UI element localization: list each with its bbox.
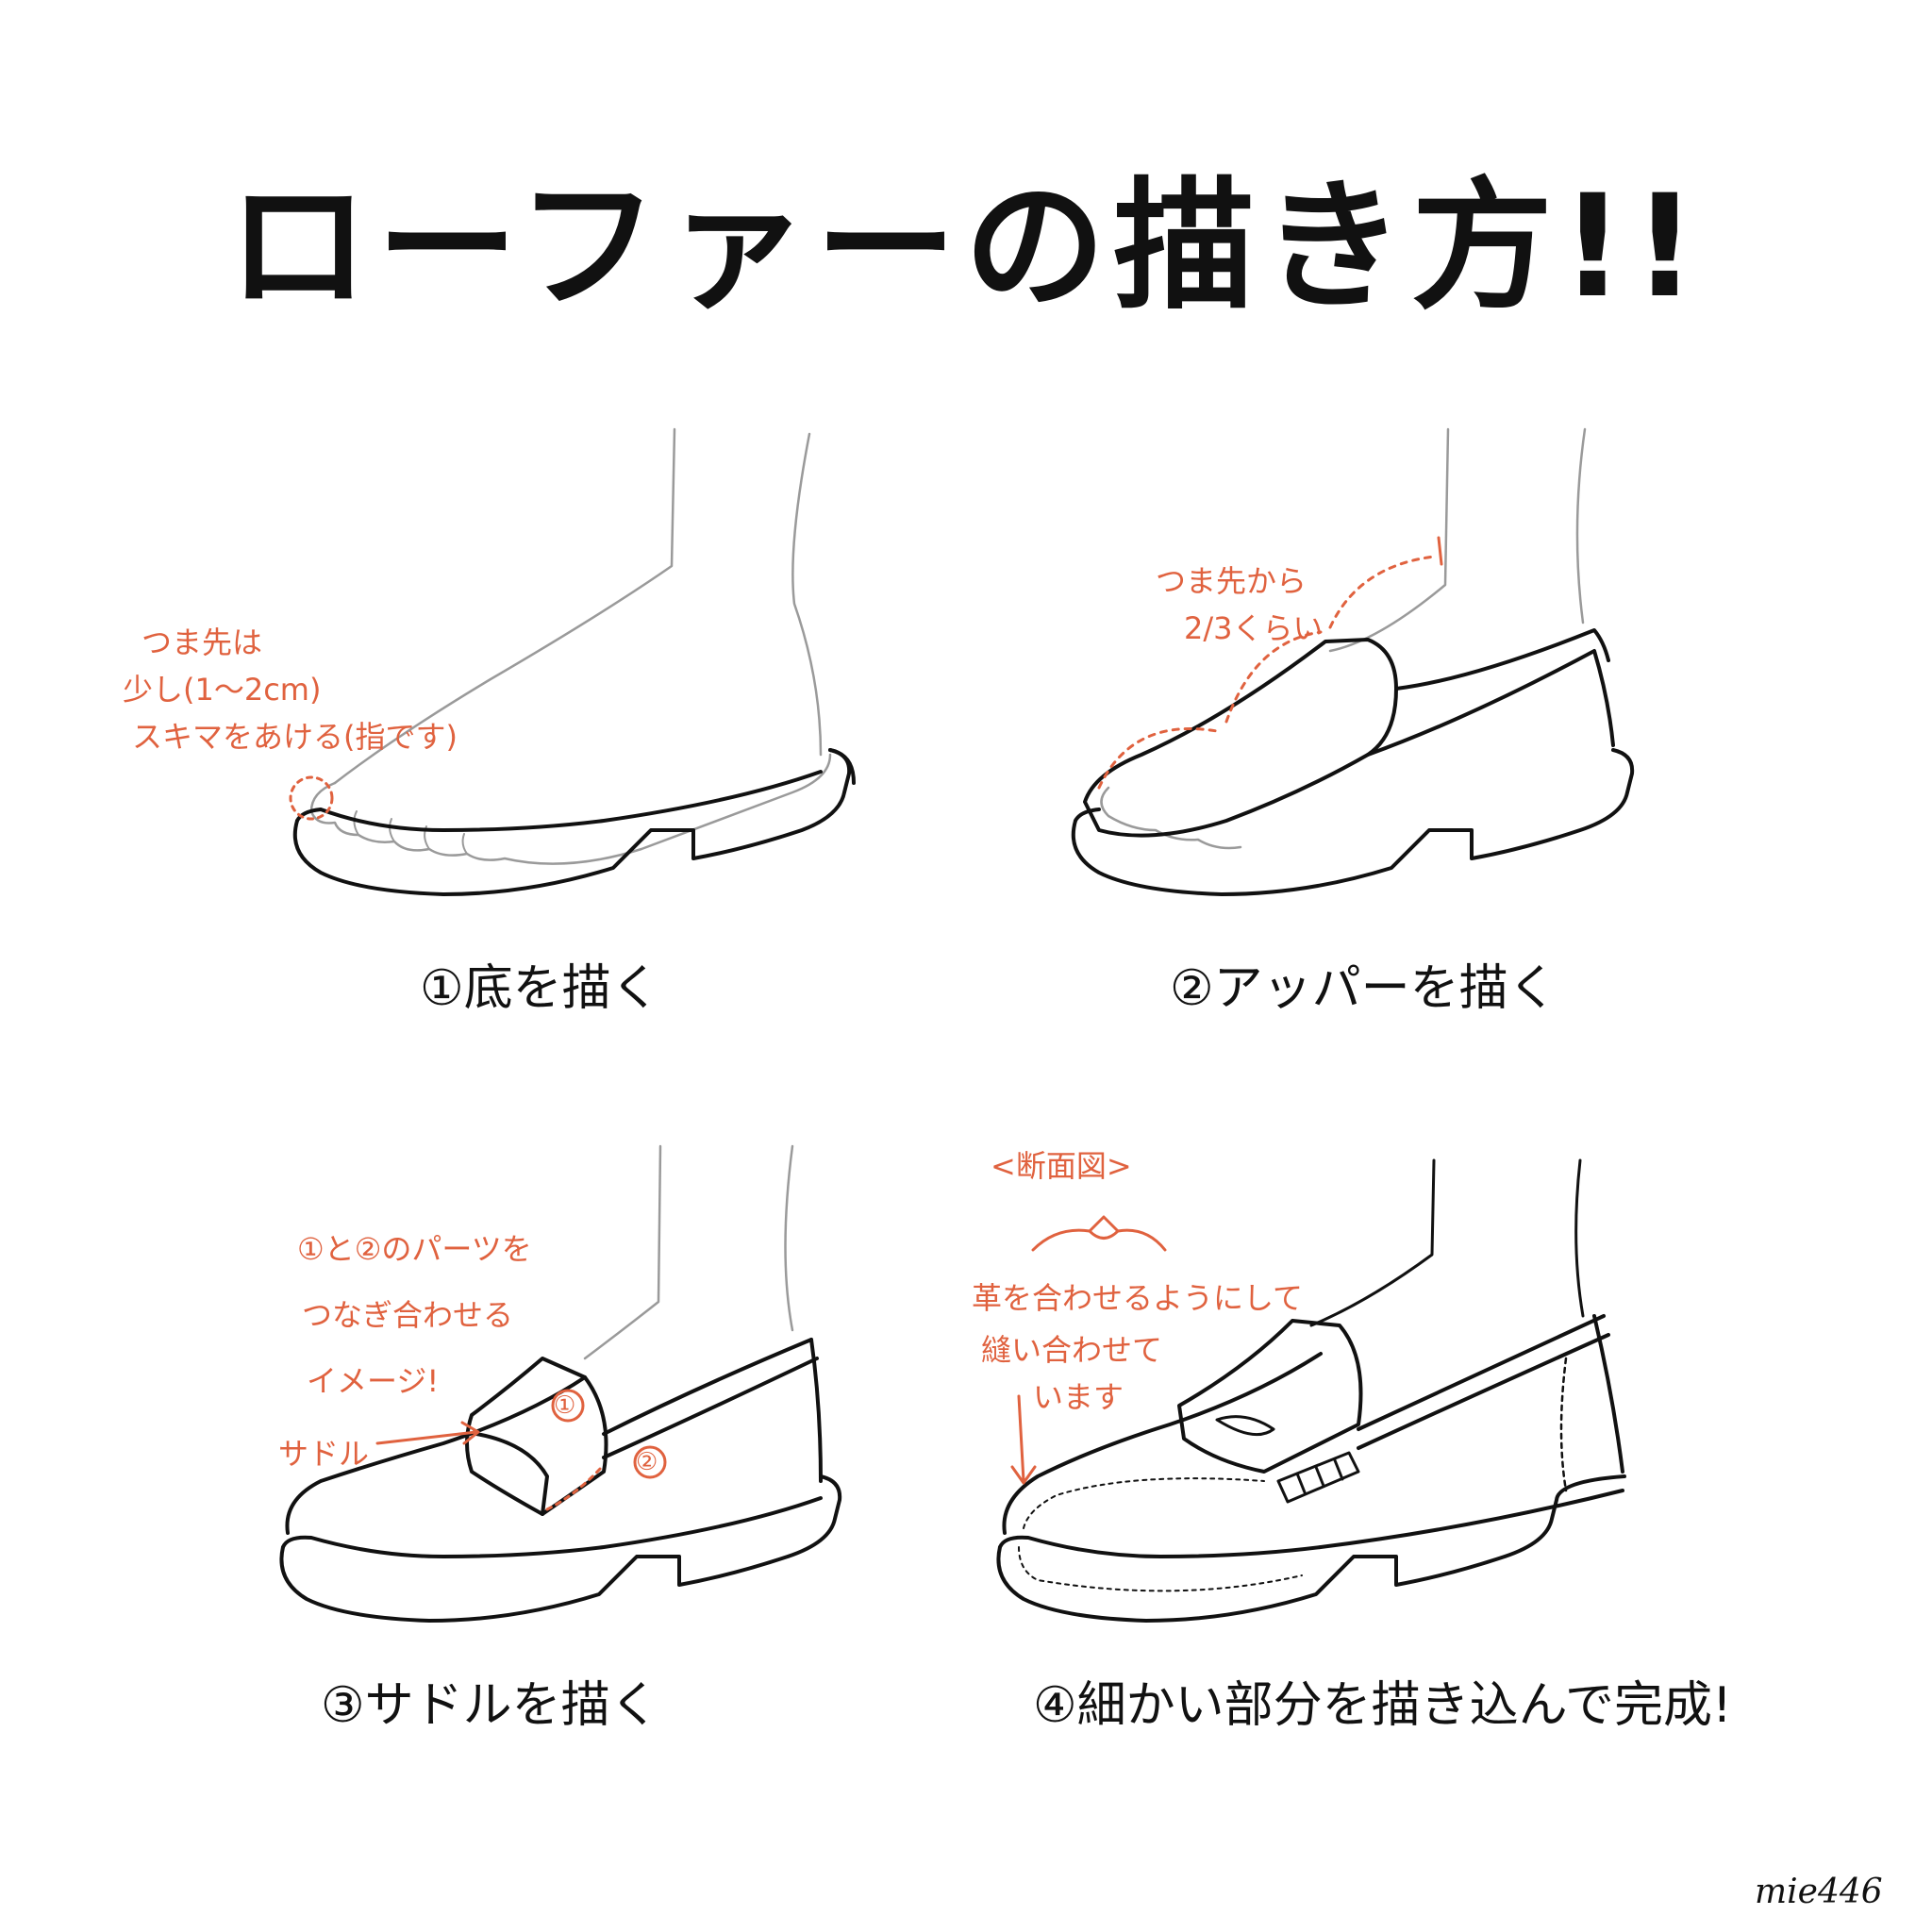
step3-upper xyxy=(285,1375,587,1535)
step4-note-line2: 縫い合わせて xyxy=(981,1332,1163,1368)
step2-leg xyxy=(1328,427,1450,653)
step1-note-line3: スキマをあける(指です) xyxy=(132,719,458,755)
step2-leg-back xyxy=(1575,427,1587,625)
step4-saddle xyxy=(1177,1319,1363,1474)
step4-sole xyxy=(996,1474,1626,1623)
step2-caption: ②アッパーを描く xyxy=(1170,960,1557,1017)
step2-drawing xyxy=(1071,427,1635,896)
step4-buckle xyxy=(1276,1451,1360,1504)
step2-note-line1: つま先から xyxy=(1156,563,1307,599)
step3-part2-circle xyxy=(633,1445,667,1479)
step1-note-line2: 少し(1〜2cm) xyxy=(123,672,322,708)
step3-leg-back xyxy=(784,1144,794,1332)
step4-drawing xyxy=(996,1158,1626,1623)
step3-part1-circle xyxy=(551,1389,585,1423)
step1-caption: ①底を描く xyxy=(420,960,660,1017)
step2-foot xyxy=(1100,786,1242,850)
step1-note-line1: つま先は xyxy=(142,625,263,660)
step2-upper xyxy=(1083,638,1398,838)
step3-caption: ③サドルを描く xyxy=(321,1677,659,1734)
step3-saddle-label: サドル xyxy=(278,1436,370,1472)
artist-signature: mie446 xyxy=(1755,1873,1883,1911)
step3-note-line1: ①と②のパーツを xyxy=(297,1231,532,1267)
step2-sole xyxy=(1071,748,1635,896)
step3-part1-label: ① xyxy=(554,1391,576,1420)
step3-part2-label: ② xyxy=(636,1448,658,1476)
step1-toe-gap-marker xyxy=(289,775,334,821)
step2-note-line2: 2/3くらい xyxy=(1184,610,1324,646)
step1-foot xyxy=(309,753,832,865)
step1-leg-back xyxy=(791,432,823,757)
step2-guide-mid xyxy=(1224,630,1323,724)
step3-sole xyxy=(279,1474,842,1623)
step1-leg xyxy=(333,427,676,785)
step4-note-line3: います xyxy=(1033,1379,1124,1415)
step2-guide-toe xyxy=(1097,727,1219,790)
step3-saddle-arrow xyxy=(375,1421,480,1445)
step3-note-line3: イメージ! xyxy=(307,1363,440,1399)
page-title: ローファーの描き方!! xyxy=(227,165,1705,329)
step2-guide-top xyxy=(1328,555,1436,629)
step3-saddle xyxy=(465,1357,608,1516)
step4-leg-back xyxy=(1574,1158,1585,1318)
step4-leg xyxy=(1309,1158,1436,1327)
step4-note-line1: 革を合わせるようにして xyxy=(972,1280,1304,1316)
step4-note-cross-section: <断面図> xyxy=(991,1148,1132,1184)
step4-upper xyxy=(1002,1352,1323,1535)
step3-leg xyxy=(583,1144,662,1360)
step1-drawing xyxy=(289,427,856,896)
step4-cross-section xyxy=(1031,1215,1167,1252)
step3-drawing xyxy=(279,1144,842,1623)
step4-caption: ④細かい部分を描き込んで完成! xyxy=(1033,1677,1732,1734)
step3-note-line2: つなぎ合わせる xyxy=(302,1297,514,1333)
step1-sole xyxy=(292,748,852,896)
step4-arrow xyxy=(1010,1394,1037,1485)
